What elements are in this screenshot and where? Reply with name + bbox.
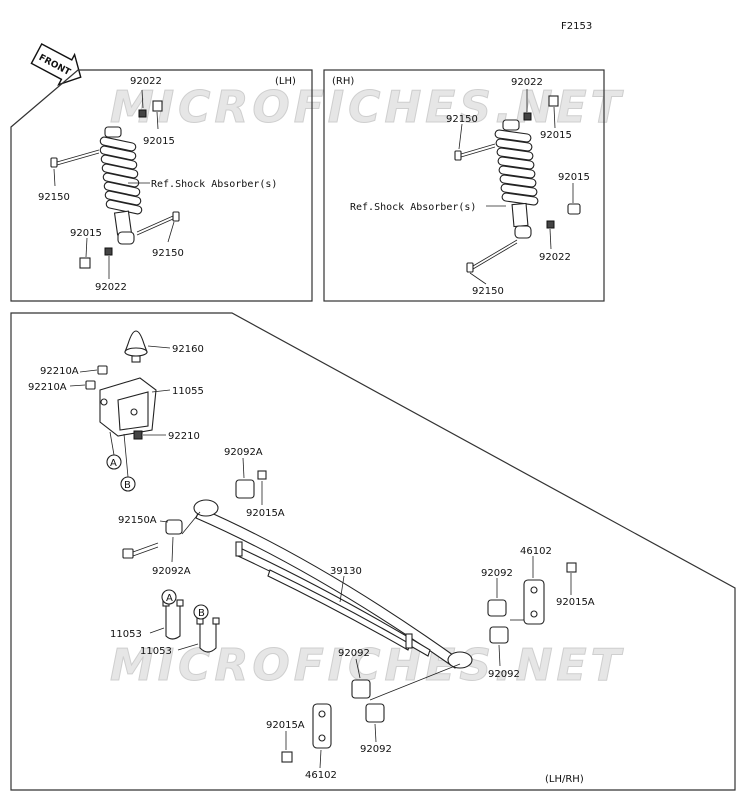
- label-lh-6: 92022: [95, 282, 127, 293]
- label-rh-2: 92015: [540, 130, 572, 141]
- watermark-top: MICROFICHES.NET: [110, 82, 625, 133]
- bolt-92150-lh-bottom: [136, 211, 180, 236]
- u-bolt-11053-a: [162, 599, 184, 640]
- label-b-22: 92015A: [266, 720, 305, 731]
- label-rh-5: 92022: [539, 252, 571, 263]
- panel-bottom: (LH/RH): [10, 312, 736, 791]
- label-b-20: 92092: [338, 648, 370, 659]
- label-b-11: 39130: [330, 566, 362, 577]
- nut-92210A-1: [97, 365, 108, 375]
- label-b-10: 92092A: [152, 566, 191, 577]
- bolt-92150A: [122, 542, 159, 559]
- label-b-24: 46102: [305, 770, 337, 781]
- label-b-12: 46102: [520, 546, 552, 557]
- label-lh-2: 92150: [38, 192, 70, 203]
- panel-rh-tag: (RH): [332, 76, 354, 87]
- label-b-21: 92092: [360, 744, 392, 755]
- bushing-92092A-left: [165, 519, 183, 535]
- nut-92210A-2: [85, 380, 96, 390]
- label-b-17: 11053: [110, 629, 142, 640]
- bushing-92092-right-upper: [487, 599, 507, 617]
- panel-lh-tag: (LH): [275, 76, 296, 87]
- washer-92022-rh: [523, 112, 532, 121]
- label-b-0: 92160: [172, 344, 204, 355]
- label-b-9: 92150A: [118, 515, 157, 526]
- leaf-spring-39130: [193, 499, 473, 669]
- panel-rh: (RH): [323, 69, 605, 302]
- u-bolt-11053-b: [196, 617, 220, 653]
- label-b-2: 92210A: [28, 382, 67, 393]
- bushing-92092A-top: [235, 479, 255, 499]
- label-lh-1: 92015: [143, 136, 175, 147]
- label-b-16: B: [198, 608, 205, 619]
- washer-92022-rh-bottom: [546, 220, 555, 229]
- label-b-5: A: [110, 458, 117, 469]
- label-b-19: 92092: [488, 669, 520, 680]
- panel-bottom-tag: (LH/RH): [545, 774, 584, 785]
- washer-92022-lh: [138, 109, 147, 118]
- bracket-11055: [99, 377, 157, 437]
- label-b-4: 92210: [168, 431, 200, 442]
- label-rh-6: 92150: [472, 286, 504, 297]
- label-lh-5: 92150: [152, 248, 184, 259]
- shackle-46102-bottom: [312, 703, 332, 749]
- nut-92015A-bottom: [281, 751, 293, 763]
- label-b-6: B: [124, 480, 131, 491]
- label-rh-3: 92015: [558, 172, 590, 183]
- nut-92015A-right: [566, 562, 577, 573]
- label-b-8: 92015A: [246, 508, 285, 519]
- label-lh-0: 92022: [130, 76, 162, 87]
- label-b-7: 92092A: [224, 447, 263, 458]
- bump-stop-92160: [124, 330, 148, 363]
- label-b-14: 92015A: [556, 597, 595, 608]
- front-arrow-icon: FRONT: [30, 43, 82, 86]
- bolt-92150-lh-top: [50, 149, 100, 168]
- label-lh-3: Ref.Shock Absorber(s): [151, 179, 277, 190]
- label-rh-0: 92022: [511, 77, 543, 88]
- shackle-46102-right: [523, 579, 545, 625]
- label-b-3: 11055: [172, 386, 204, 397]
- callout-a-lower: [161, 589, 177, 605]
- label-b-15: A: [166, 593, 173, 604]
- figure-code: F2153: [561, 21, 592, 32]
- washer-92022-lh-bottom: [104, 247, 113, 256]
- label-b-1: 92210A: [40, 366, 79, 377]
- panel-lh: (LH): [10, 69, 313, 302]
- label-rh-1: 92150: [446, 114, 478, 125]
- label-rh-4: Ref.Shock Absorber(s): [350, 202, 476, 213]
- nut-92015-rh-side: [567, 203, 581, 215]
- nut-92015-lh: [152, 100, 163, 112]
- nut-92015-rh: [548, 95, 559, 107]
- nut-92015-lh-bottom: [79, 257, 91, 269]
- bolt-92150-rh-bottom: [466, 239, 518, 273]
- nut-92015A-top: [257, 470, 267, 480]
- bolt-92150-rh-top: [454, 143, 496, 161]
- bushing-92092-right-lower: [489, 626, 509, 644]
- nut-92210: [133, 430, 143, 440]
- callout-b-lower: [193, 604, 209, 620]
- bushing-92092-bottom-2: [365, 703, 385, 723]
- label-lh-4: 92015: [70, 228, 102, 239]
- label-b-18: 11053: [140, 646, 172, 657]
- shock-absorber-rh: [494, 119, 539, 239]
- shock-absorber-lh: [99, 126, 143, 245]
- label-b-13: 92092: [481, 568, 513, 579]
- bushing-92092-bottom-1: [351, 679, 371, 699]
